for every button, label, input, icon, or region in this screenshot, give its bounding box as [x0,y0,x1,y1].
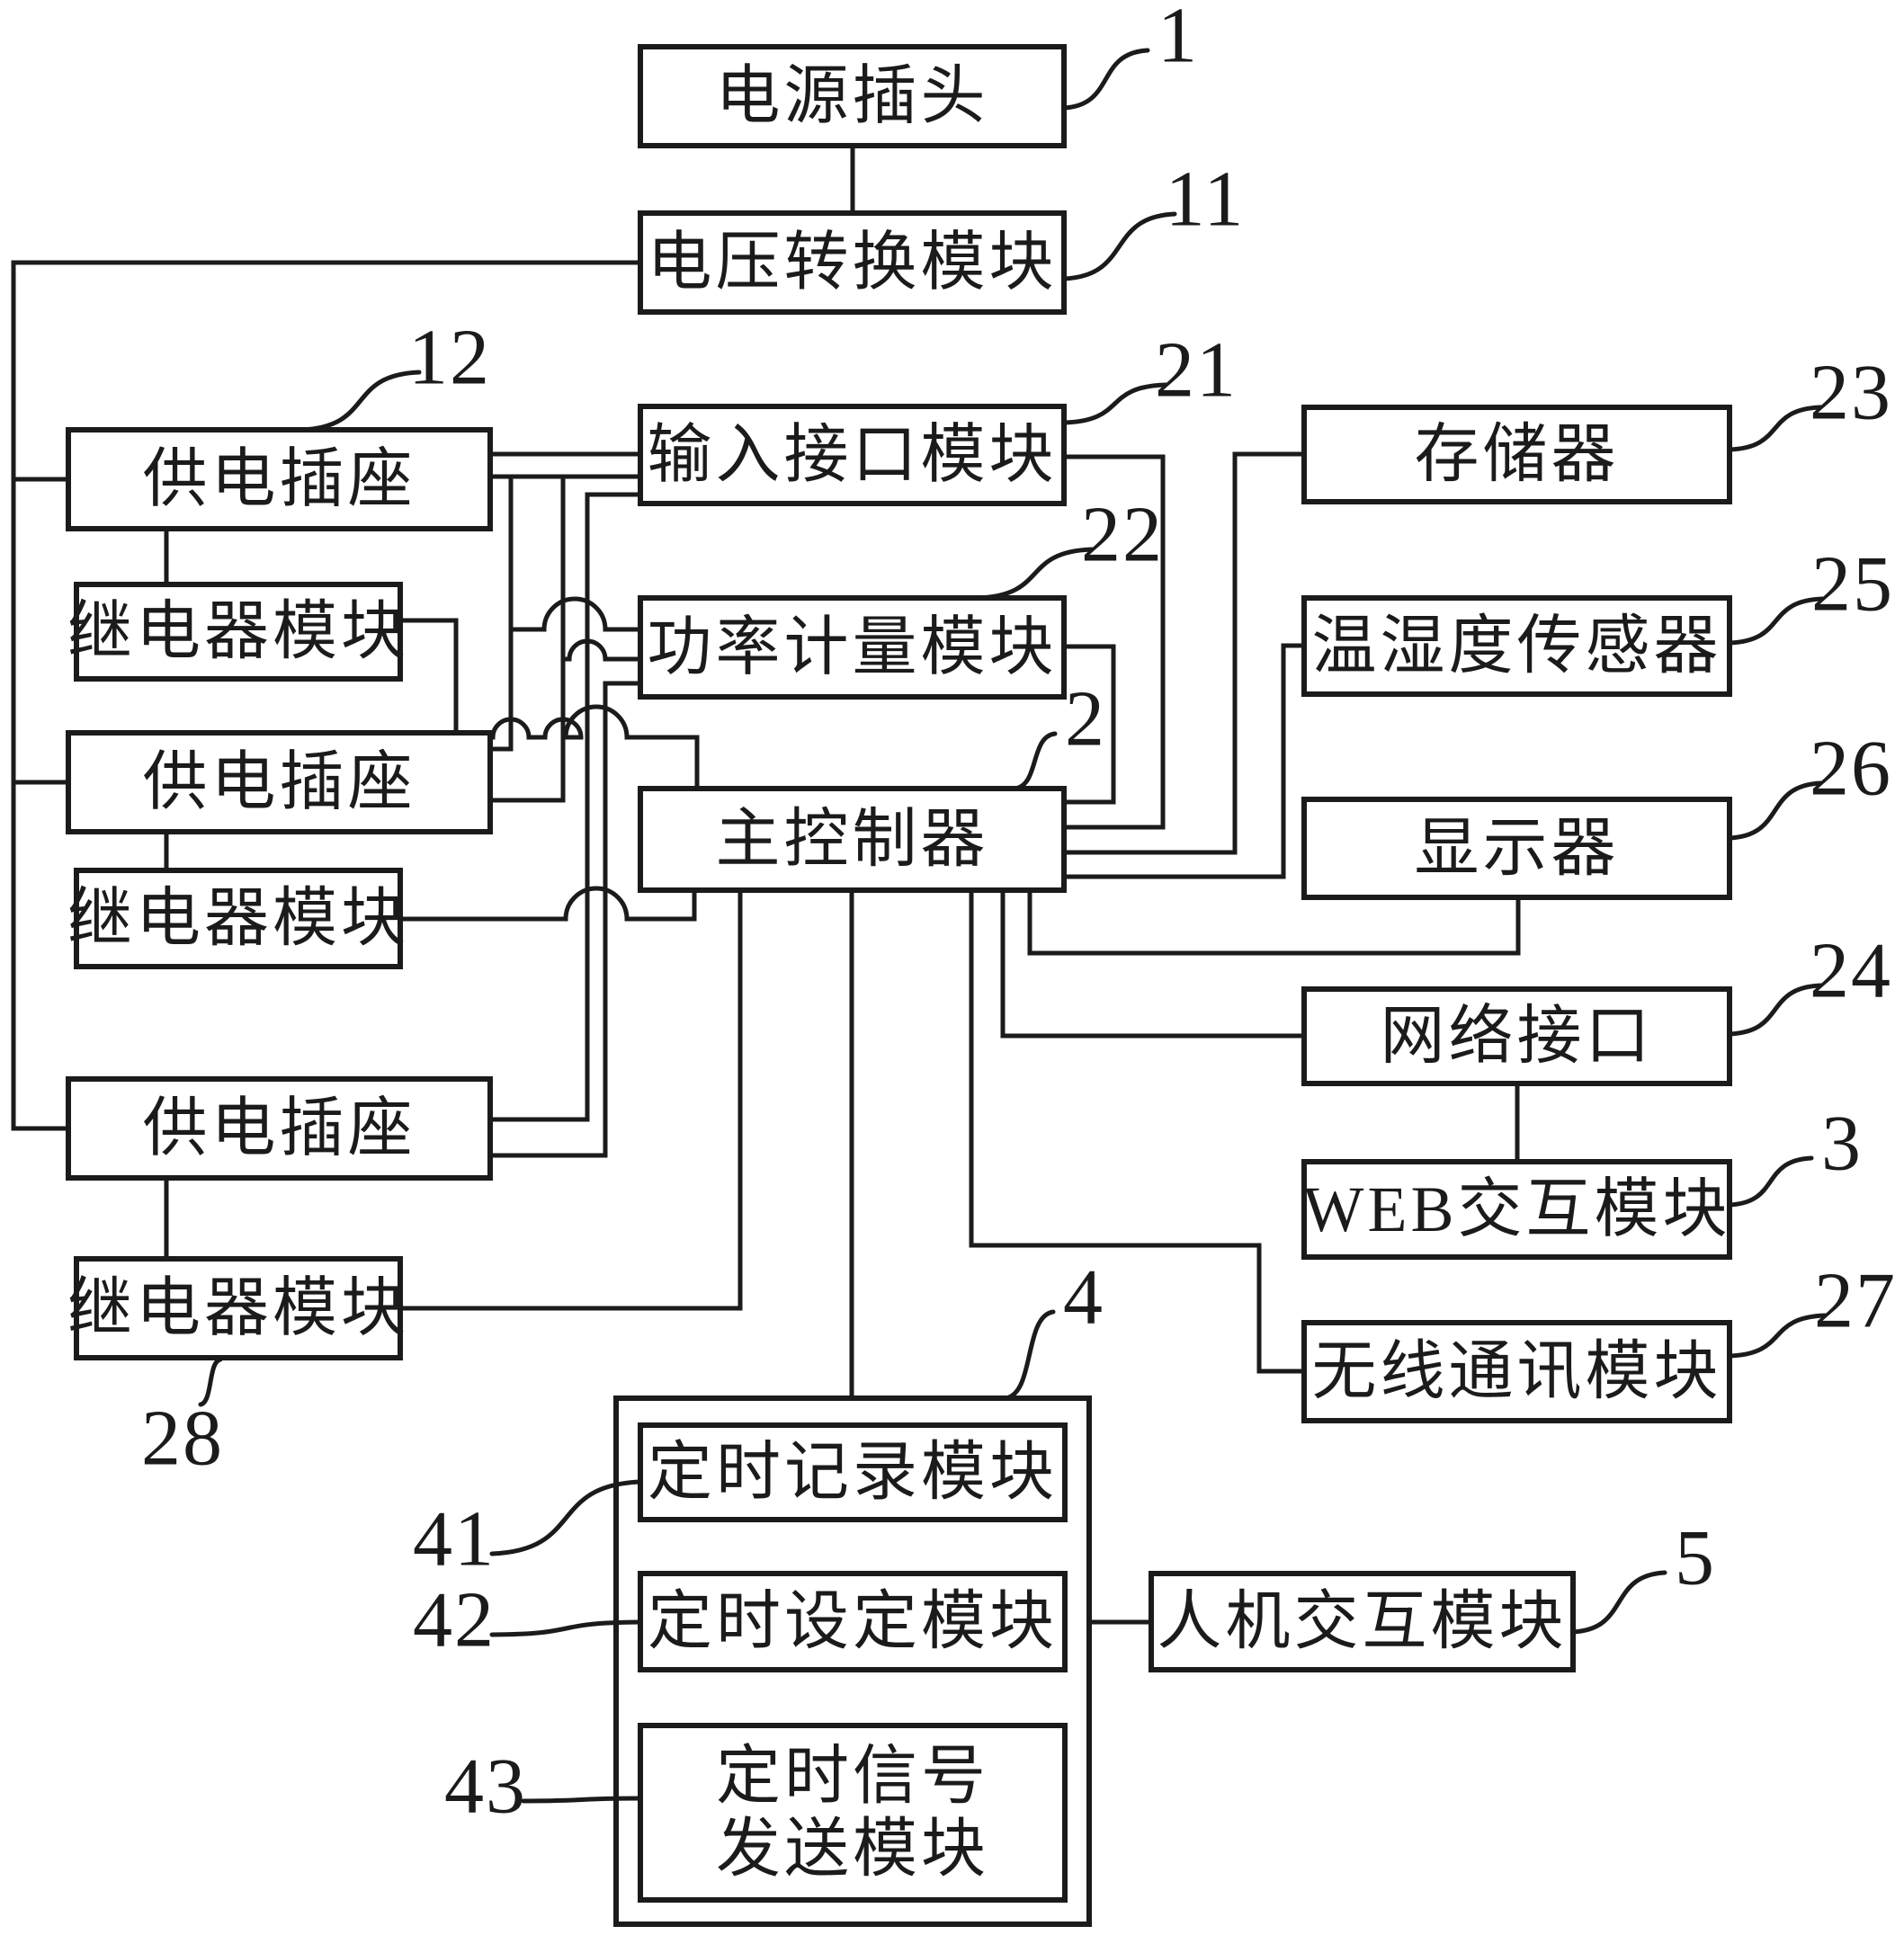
wire-relay3-main [398,887,743,1311]
box-wireless-comm [1301,1320,1732,1423]
ref-4: 4 [1063,1254,1104,1342]
wire-main-wireless [969,887,1307,1374]
box-input-interface [638,404,1067,506]
leader-ref-23 [1727,405,1823,452]
box-label-temp-humidity-sensor: 温湿度传感器 [1311,611,1721,682]
wire-socket3b-meter [487,681,643,1158]
leader-ref-27 [1727,1313,1828,1359]
wire-storage-main-loop [1061,451,1307,855]
box-label-wireless-comm: 无线通讯模块 [1311,1336,1721,1408]
leader-ref-42 [489,1619,643,1637]
box-label-web-interaction: WEB交互模块 [1303,1173,1731,1245]
leader-ref-41 [489,1479,643,1556]
leader-ref-2 [1012,731,1058,791]
box-power-metering [638,595,1067,700]
box-web-interaction [1301,1159,1732,1260]
box-label-power-socket-3: 供电插座 [142,1092,416,1164]
wire-humidity-main-loop [1061,643,1307,879]
leader-ref-22 [975,547,1095,601]
box-network-interface [1301,986,1732,1086]
ref-5: 5 [1675,1515,1716,1602]
box-relay-module-2 [74,868,403,969]
box-label-relay-module-2: 继电器模块 [67,883,409,955]
leader-ref-26 [1727,780,1823,841]
ref-1: 1 [1158,0,1199,80]
box-timer-signal-send [638,1723,1068,1903]
wire-input-main-loop [1061,454,1166,830]
leader-ref-28 [198,1357,223,1407]
ref-11: 11 [1166,156,1246,244]
box-label-voltage-converter: 电压转换模块 [647,227,1057,299]
box-label-main-controller: 主控制器 [715,804,988,876]
wire-voltage-left-bus [11,260,643,1131]
leader-ref-11 [1061,211,1177,281]
wire-bus1-branch-meter [508,596,643,632]
box-label-network-interface: 网络接口 [1380,1001,1653,1073]
box-main-controller [638,786,1067,893]
box-temp-humidity-sensor [1301,595,1732,697]
box-label-timer-record: 定时记录模块 [648,1437,1058,1509]
wire-socket3a-input [487,492,643,1122]
box-label-power-metering: 功率计量模块 [647,611,1057,683]
box-power-socket-3 [66,1076,493,1181]
wire-main-display [1027,887,1521,956]
box-timer-setting [638,1571,1068,1672]
box-power-plug [638,44,1067,148]
box-storage [1301,405,1732,504]
box-label-power-socket-2: 供电插座 [142,746,416,818]
ref-3: 3 [1821,1101,1863,1188]
leader-ref-25 [1727,596,1825,646]
box-hmi-module [1149,1571,1576,1672]
ref-26: 26 [1810,726,1892,813]
leader-ref-1 [1061,48,1150,111]
ref-2: 2 [1065,676,1106,763]
box-label-timer-signal-send-line1: 定时信号 [716,1741,989,1813]
wire-bus2-down-socket2b [487,474,566,803]
leader-ref-4 [1003,1309,1056,1401]
ref-23: 23 [1810,350,1892,437]
leader-ref-3 [1727,1155,1814,1208]
ref-28: 28 [141,1396,224,1483]
ref-25: 25 [1811,541,1894,629]
box-voltage-converter [638,210,1067,315]
wire-main-network [1000,887,1307,1039]
box-timer-record [638,1422,1068,1522]
box-label-relay-module-3: 继电器模块 [67,1272,409,1344]
box-label-display: 显示器 [1414,813,1619,885]
box-label-power-socket-1: 供电插座 [142,443,416,515]
wire-relay2-main [398,886,697,922]
wire-meter-main-loop [1061,644,1116,805]
ref-21: 21 [1155,327,1238,415]
ref-22: 22 [1081,492,1164,579]
leader-ref-43 [521,1796,643,1804]
box-label-power-plug: 电源插头 [715,60,988,132]
box-power-socket-1 [66,427,493,531]
box-display [1301,797,1732,900]
wire-bus1-down-socket2a [487,474,514,752]
ref-41: 41 [413,1496,496,1583]
box-label-hmi-module: 人机交互模块 [1157,1586,1567,1658]
leader-ref-12 [299,370,422,432]
box-label-storage: 存储器 [1414,419,1619,491]
ref-42: 42 [413,1577,496,1664]
leader-ref-5 [1570,1570,1667,1635]
leader-ref-21 [1061,382,1168,425]
leader-ref-24 [1727,983,1823,1037]
box-label-relay-module-1: 继电器模块 [67,596,409,668]
ref-12: 12 [408,315,491,402]
box-label-timer-signal-send-line2: 发送模块 [716,1813,989,1885]
wire-relay1-main [398,618,700,791]
box-power-socket-2 [66,730,493,834]
box-relay-module-1 [74,582,403,682]
ref-43: 43 [444,1743,527,1831]
box-relay-module-3 [74,1256,403,1360]
ref-27: 27 [1814,1258,1897,1345]
box-label-timer-setting: 定时设定模块 [648,1586,1058,1658]
box-label-input-interface: 输入接口模块 [647,419,1057,491]
ref-24: 24 [1810,928,1892,1015]
